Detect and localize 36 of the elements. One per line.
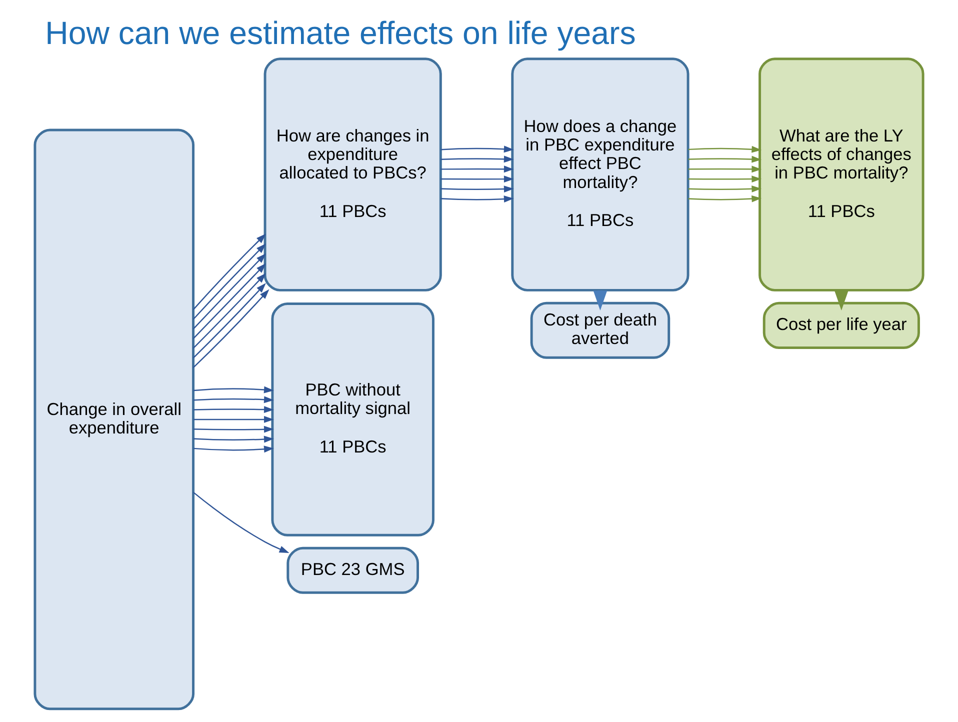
arrow (688, 176, 762, 182)
node-box: How does a change in PBC expenditure effect PBC mortality? 11 PBCs (511, 58, 690, 292)
arrow (193, 426, 274, 433)
arrow (440, 186, 514, 192)
node-box: What are the LY effects of changes in PBC mortality? 11 PBCs (758, 58, 924, 292)
arrow (193, 406, 274, 414)
node-box: PBC without mortality signal 11 PBCs (271, 302, 434, 536)
arrow (440, 146, 514, 153)
arrow (192, 263, 266, 339)
arrow (440, 176, 514, 183)
arrow (193, 436, 274, 443)
node-box: How are changes in expenditure allocated to PBCs? 11 PBCs (264, 58, 442, 292)
node-box: PBC 23 GMS (286, 546, 420, 594)
node-box: Change in overall expenditure (34, 128, 195, 710)
arrow (688, 166, 762, 173)
arrow (192, 492, 290, 554)
arrow (688, 156, 762, 163)
arrow (440, 156, 514, 163)
arrow (688, 146, 762, 153)
arrow (192, 283, 266, 358)
node-box: Cost per life year (762, 302, 920, 349)
arrow (440, 166, 514, 173)
arrow (192, 289, 270, 368)
node-box: Cost per death averted (530, 302, 670, 359)
arrow (193, 396, 274, 404)
arrow (192, 244, 266, 320)
arrow (193, 416, 274, 423)
arrow (192, 234, 266, 310)
diagram-title: How can we estimate effects on life years (45, 14, 636, 51)
arrow (192, 253, 266, 330)
arrow (688, 185, 762, 192)
arrow (688, 195, 762, 202)
arrow (192, 273, 266, 349)
arrow (193, 446, 274, 453)
arrow (193, 386, 274, 394)
arrow (440, 196, 514, 202)
